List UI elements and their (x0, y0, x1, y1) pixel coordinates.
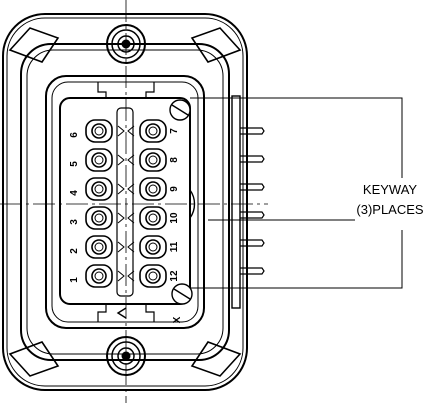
pin-label: 7 (169, 128, 180, 134)
pin-cavity (85, 148, 113, 172)
pin-label: 8 (169, 157, 180, 163)
pin-cavity (85, 177, 113, 201)
pin-label: 12 (169, 270, 180, 282)
pin-cavity (139, 148, 167, 172)
pin-label: 5 (69, 161, 80, 167)
mounting-screw-top (106, 24, 146, 64)
mounting-screw-bottom (106, 336, 146, 376)
pin-cavity (139, 235, 167, 259)
pin-label: 1 (69, 277, 80, 283)
pin-labels-left: 6 5 4 3 2 1 (69, 132, 80, 283)
pin-cavity (139, 206, 167, 230)
side-terminals (231, 95, 265, 309)
pin-label: 10 (169, 212, 180, 224)
keyway-features (169, 99, 196, 305)
centerlines (0, 0, 268, 403)
insert-housing (45, 75, 205, 329)
pin-labels-right: 7 8 9 10 11 12 (169, 128, 180, 282)
pin-cavity (139, 177, 167, 201)
pin-cavity (139, 119, 167, 143)
callout-places: (3)PLACES (356, 202, 424, 217)
pin-label: 9 (169, 186, 180, 192)
pin-cavities-left (85, 119, 113, 288)
callout-keyway: KEYWAY (363, 182, 418, 197)
mounting-tabs (8, 27, 242, 377)
x-marker: X (172, 316, 183, 323)
cavity-separators (117, 125, 135, 282)
flange-outline (2, 13, 248, 391)
pin-label: 4 (69, 190, 80, 196)
pin-label: 11 (169, 241, 180, 252)
pin-cavity (85, 264, 113, 288)
pin-cavity (85, 235, 113, 259)
pin-cavity (139, 264, 167, 288)
pin-label: 2 (69, 248, 80, 254)
pin-cavities-right (139, 119, 167, 288)
pin-cavity (85, 206, 113, 230)
pin-cavity (85, 119, 113, 143)
pin-label: 3 (69, 219, 80, 225)
keyway-callout-leaders (190, 97, 403, 289)
pin-label: 6 (69, 132, 80, 138)
